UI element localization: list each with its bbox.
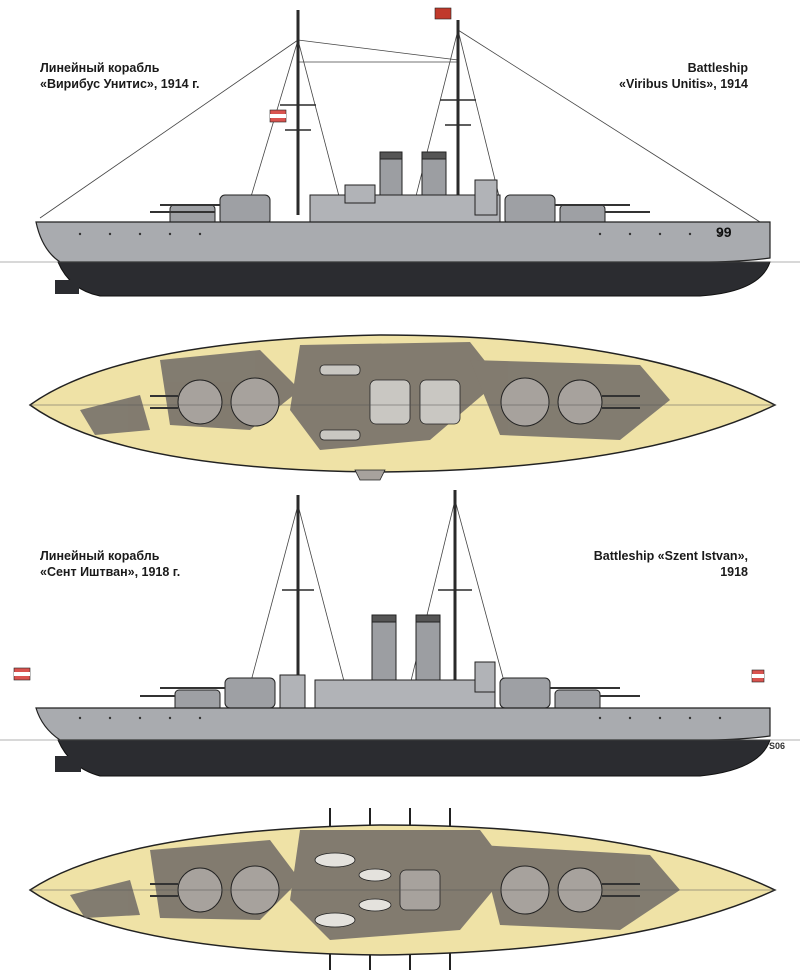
ship2-deck-plan-drawing <box>28 808 777 970</box>
ship1-plan-turret-4 <box>557 379 603 425</box>
ship1-plan-turret-1 <box>177 379 223 425</box>
ship1-deck-plan-panel <box>0 320 800 495</box>
ship1-hull-lower <box>57 261 771 297</box>
ship1-profile-panel: Линейный корабль «Вирибус Унитис», 1914 … <box>0 0 800 310</box>
ship1-profile-drawing: 99 <box>0 7 800 297</box>
ship1-hull-upper <box>35 221 771 263</box>
ship1-caption-ru: Линейный корабль «Вирибус Унитис», 1914 … <box>40 60 200 92</box>
ship1-plan-boats <box>319 364 461 441</box>
ship1-plan-boat-boom <box>354 469 386 481</box>
ship1-plan-turret-3 <box>500 377 550 427</box>
ship1-caption-en: Battleship «Viribus Unitis», 1914 <box>619 60 748 92</box>
ship1-hull-number: 99 <box>716 224 732 240</box>
ship2-caption-ru-line2: «Сент Иштван», 1918 г. <box>40 565 181 579</box>
ship2-deck-plan-panel <box>0 800 800 977</box>
ship2-profile-drawing <box>0 490 800 777</box>
ship2-funnels <box>371 614 441 691</box>
ship2-hull-upper <box>35 707 771 741</box>
ship1-deck-plan-drawing <box>28 334 777 481</box>
ship1-rudder <box>55 280 79 294</box>
ship1-caption-en-line1: Battleship <box>687 61 748 75</box>
ship2-caption-ru-line1: Линейный корабль <box>40 549 160 563</box>
ship1-caption-ru-line1: Линейный корабль <box>40 61 160 75</box>
ship2-caption-en-line2: 1918 <box>720 565 748 579</box>
ship1-caption-ru-line2: «Вирибус Унитис», 1914 г. <box>40 77 200 91</box>
ship2-caption-en-line1: Battleship «Szent Istvan», <box>593 549 748 563</box>
ship1-caption-en-line2: «Viribus Unitis», 1914 <box>619 77 748 91</box>
ship2-rudder <box>55 756 81 772</box>
ship2-caption-ru: Линейный корабль «Сент Иштван», 1918 г. <box>40 548 180 580</box>
ship2-hull-lower <box>57 739 771 777</box>
ship2-caption-en: Battleship «Szent Istvan», 1918 <box>594 548 748 580</box>
ship2-profile-panel: Линейный корабль «Сент Иштван», 1918 г. … <box>0 490 800 790</box>
ship1-plan-turret-2 <box>230 377 280 427</box>
ship1-stern-flag <box>434 7 452 20</box>
artist-signature: S06 <box>769 741 786 751</box>
